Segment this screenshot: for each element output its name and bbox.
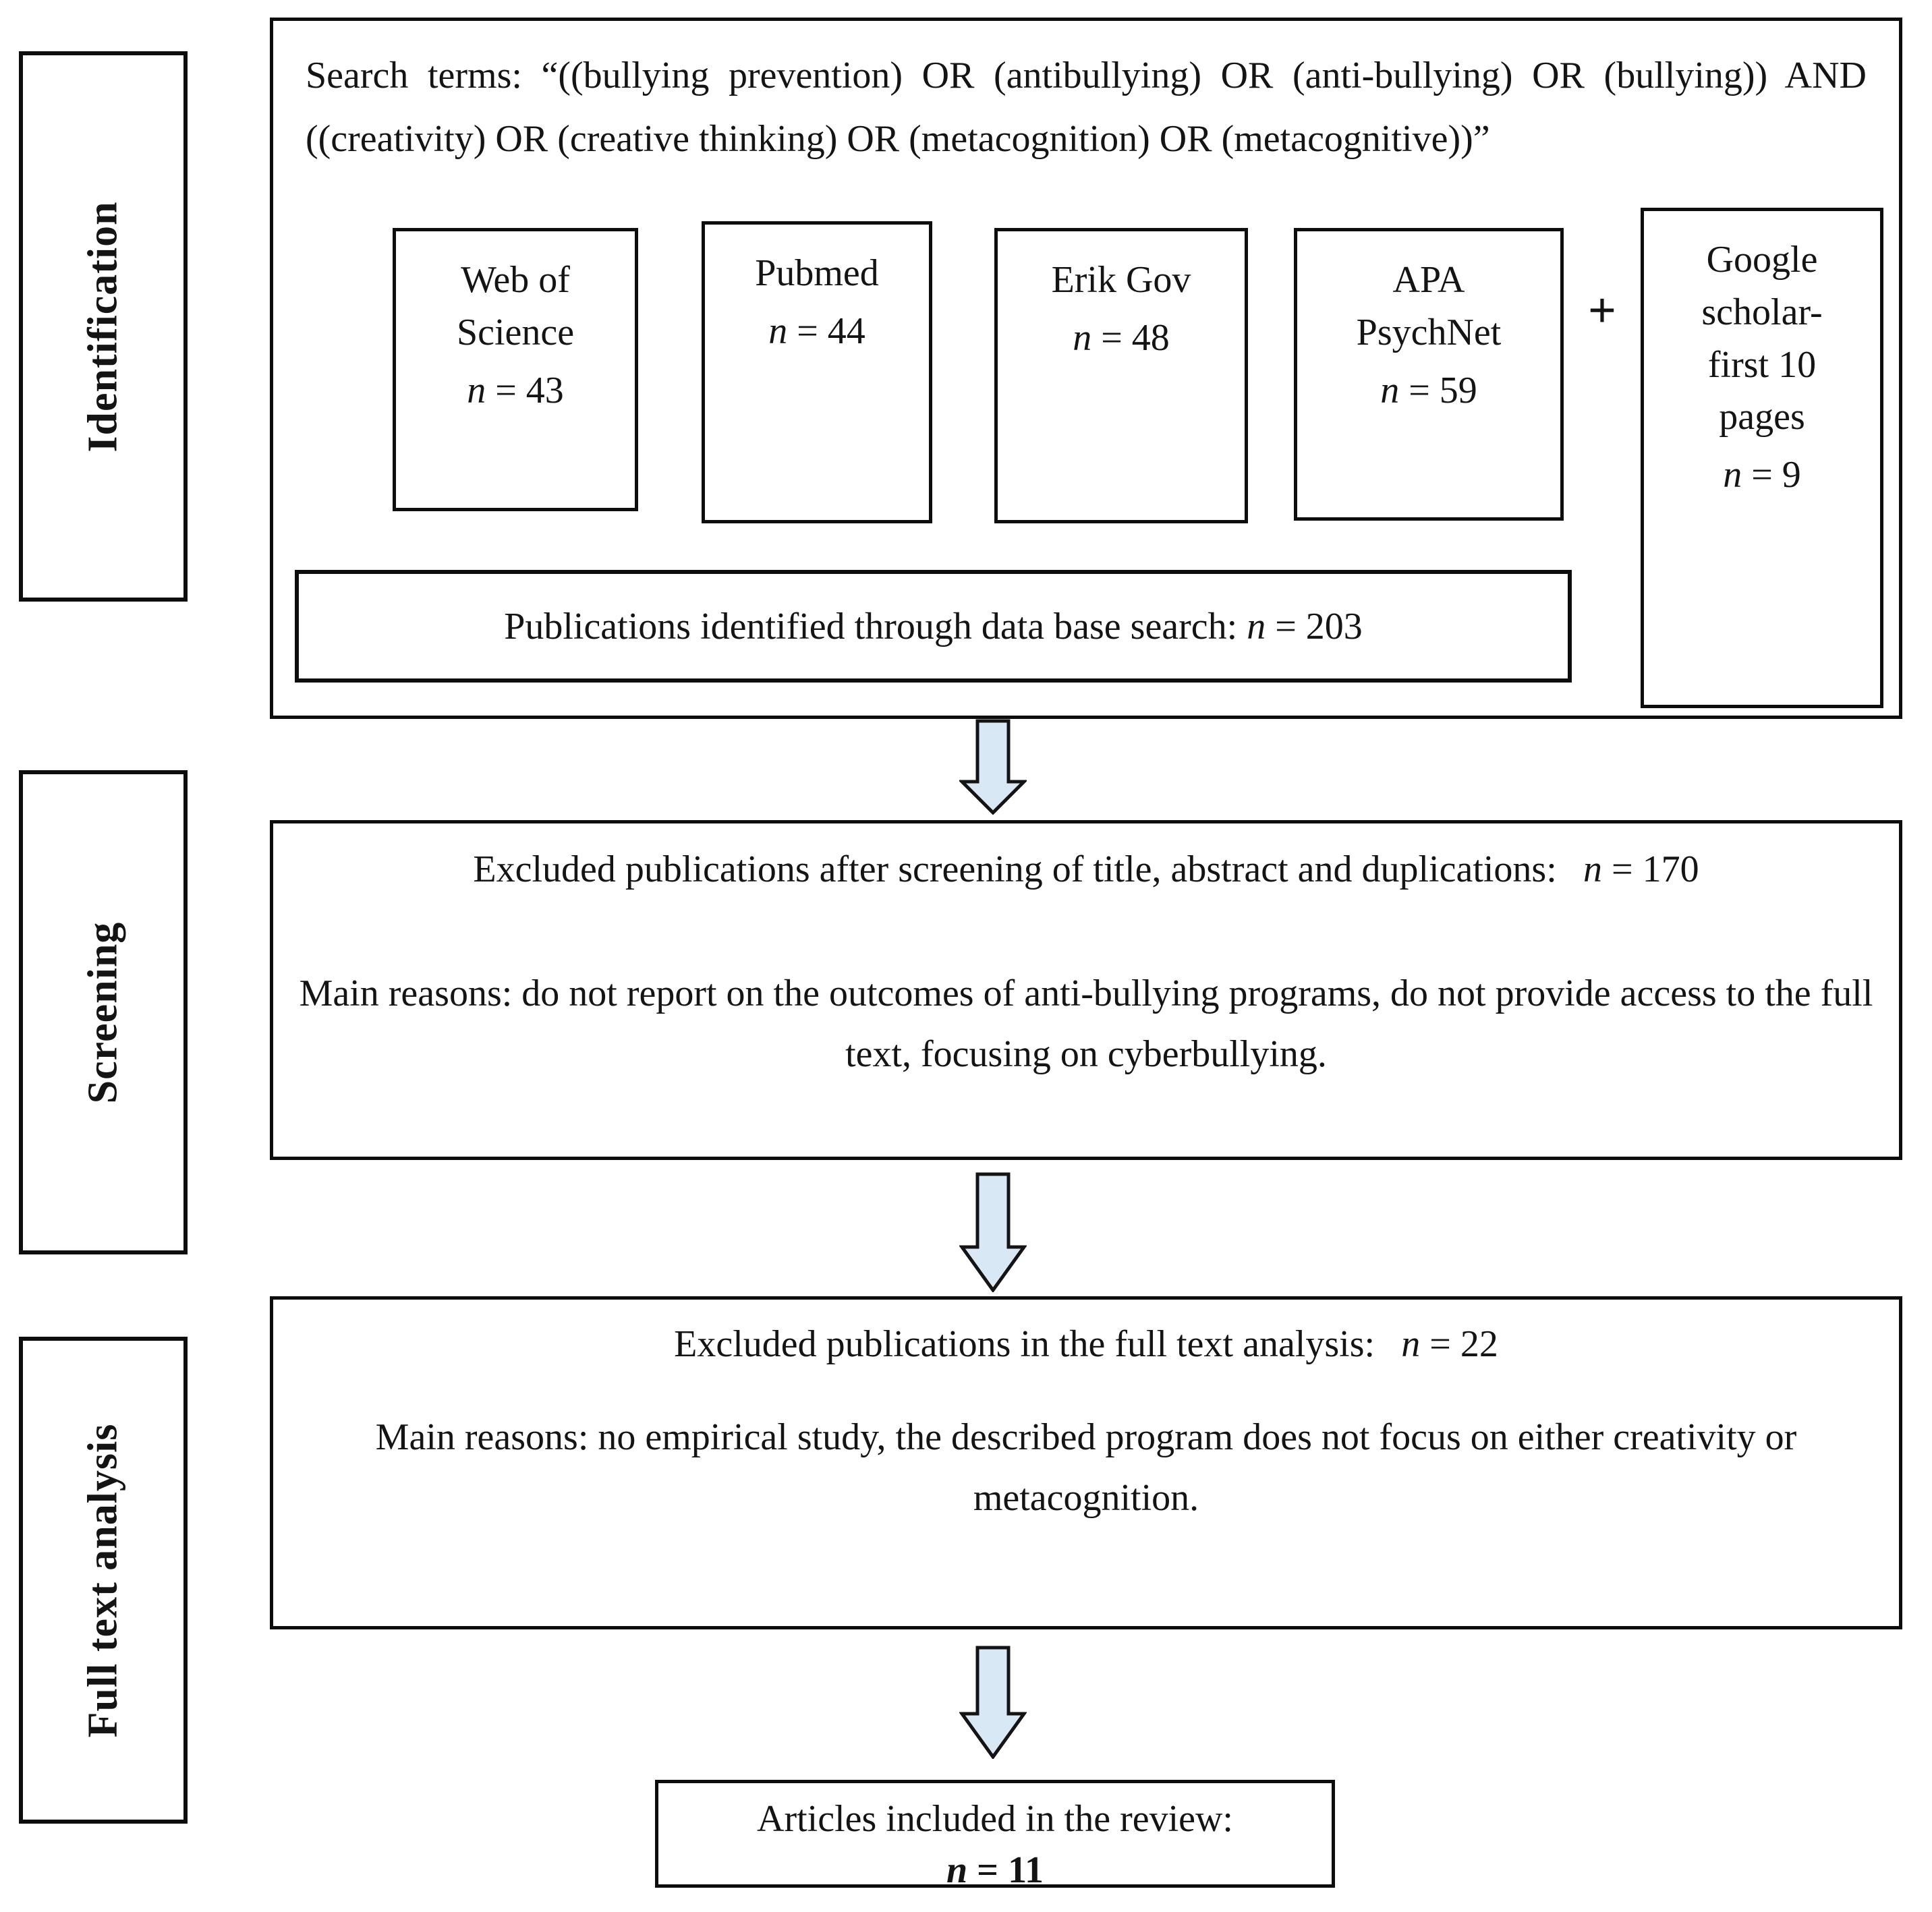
database-name-line: scholar-: [1701, 291, 1823, 333]
database-name-line: first 10: [1707, 343, 1817, 386]
stage-label-identification: Identification: [80, 200, 126, 453]
articles-included-count: n = 11: [946, 1849, 1044, 1891]
screening-reasons-text: Main reasons: do not report on the outco…: [299, 973, 1873, 1075]
full-text-exclusion-box: Excluded publications in the full text a…: [270, 1296, 1902, 1629]
database-box-pubmed: Pubmed n = 44: [702, 221, 932, 523]
articles-included-text: Articles included in the review:: [757, 1798, 1233, 1840]
screening-exclusion-box: Excluded publications after screening of…: [270, 820, 1902, 1160]
stage-label-screening: Screening: [80, 921, 126, 1103]
publications-identified-text: Publications identified through data bas…: [504, 605, 1363, 647]
search-terms-paragraph: Search terms: “((bullying prevention) OR…: [273, 21, 1899, 171]
database-name-line: PsychNet: [1356, 311, 1502, 353]
database-box-erik-gov: Erik Gov n = 48: [994, 228, 1248, 523]
database-count: n = 48: [1073, 316, 1170, 359]
stage-box-identification: Identification: [19, 51, 188, 602]
database-name-line: Science: [456, 311, 575, 353]
full-text-excluded-text: Excluded publications in the full text a…: [674, 1323, 1498, 1365]
database-name-line: Google: [1706, 239, 1818, 281]
database-box-apa-psychnet: APA PsychNet n = 59: [1294, 228, 1564, 521]
search-terms-line1: Search terms: “((bullying prevention) OR…: [306, 55, 1867, 96]
stage-box-full-text-analysis: Full text analysis: [19, 1337, 188, 1824]
search-terms-line2: ((creativity) OR (creative thinking) OR …: [306, 118, 1490, 161]
down-arrow-icon: [959, 1646, 1027, 1759]
down-arrow-icon: [959, 1172, 1027, 1292]
screening-excluded-text: Excluded publications after screening of…: [473, 848, 1699, 890]
full-text-reasons-text: Main reasons: no empirical study, the de…: [375, 1416, 1797, 1519]
database-count: n = 44: [768, 310, 865, 352]
down-arrow-icon: [959, 719, 1027, 815]
database-box-web-of-science: Web of Science n = 43: [393, 228, 638, 511]
database-name-line: Erik Gov: [1051, 259, 1191, 301]
database-count: n = 43: [467, 369, 564, 411]
database-count: n = 59: [1380, 369, 1477, 411]
articles-included-box: Articles included in the review: n = 11: [655, 1780, 1335, 1891]
stage-box-screening: Screening: [19, 770, 188, 1254]
database-name-line: APA: [1392, 259, 1465, 301]
database-box-google-scholar: Google scholar- first 10 pages n = 9: [1641, 208, 1883, 708]
plus-sign: +: [1587, 283, 1617, 339]
stage-label-full-text-analysis: Full text analysis: [80, 1423, 126, 1737]
publications-identified-box: Publications identified through data bas…: [295, 570, 1572, 683]
database-name-line: pages: [1719, 396, 1805, 438]
database-count: n = 9: [1723, 454, 1801, 496]
database-name-line: Pubmed: [755, 252, 879, 294]
database-name-line: Web of: [461, 259, 570, 301]
